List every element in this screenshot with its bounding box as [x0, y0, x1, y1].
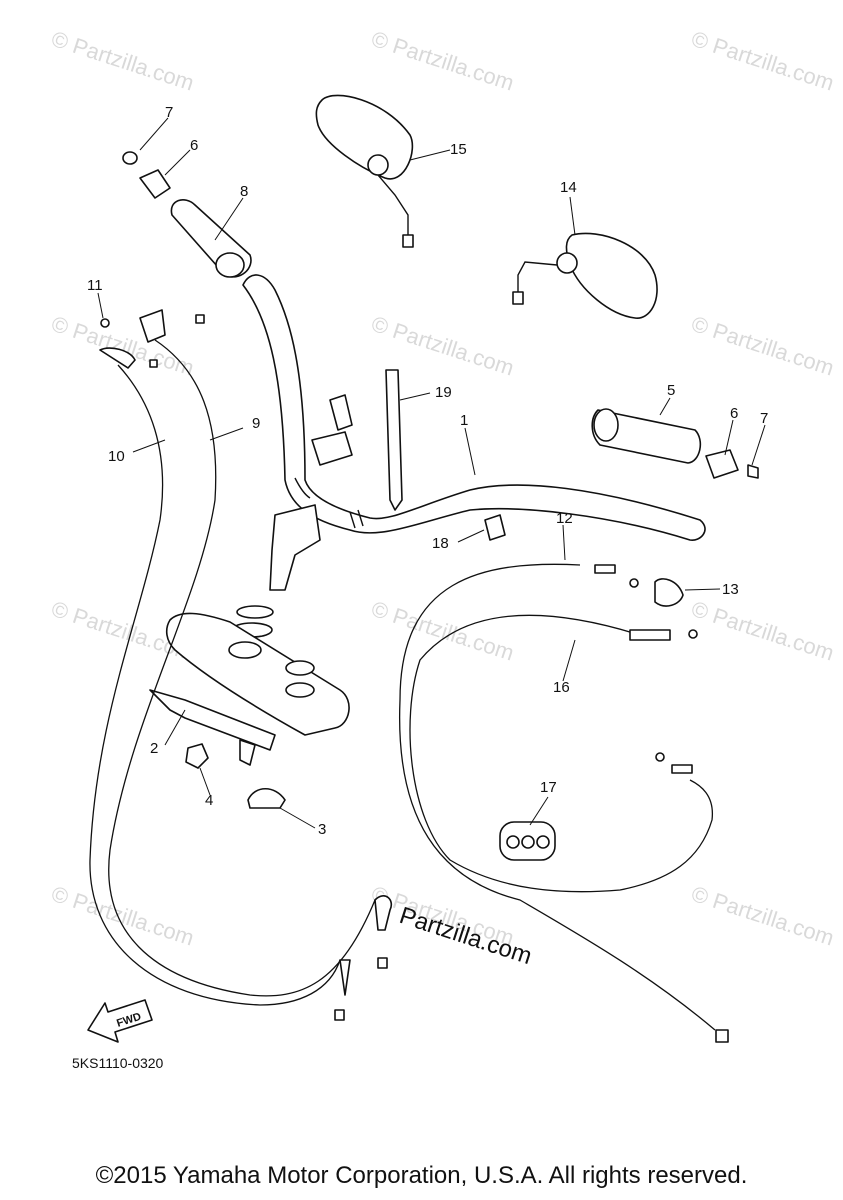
- cable-guide-part: [149, 689, 276, 766]
- callout-18: 18: [432, 535, 449, 552]
- upper-bracket-part: [165, 612, 350, 736]
- grip-end-parts-left: [122, 151, 171, 199]
- watermark-layer: © Partzilla.com © Partzilla.com © Partzi…: [48, 26, 837, 951]
- callout-4: 4: [205, 792, 213, 809]
- callout-16: 16: [553, 679, 570, 696]
- callout-7-right: 7: [760, 410, 768, 427]
- clutch-cables-part: [398, 563, 729, 1043]
- callout-6-top: 6: [190, 137, 198, 154]
- clamp-part: [247, 787, 286, 809]
- cable-end-parts-left: [99, 309, 205, 369]
- mirror-right-part: [512, 232, 658, 319]
- watermark: © Partzilla.com: [688, 311, 837, 381]
- callout-2: 2: [150, 740, 158, 757]
- watermark: © Partzilla.com: [368, 596, 517, 666]
- watermark: © Partzilla.com: [688, 881, 837, 951]
- grip-left-part: [170, 199, 252, 278]
- callout-3: 3: [318, 821, 326, 838]
- callout-1: 1: [460, 412, 468, 429]
- watermark: © Partzilla.com: [48, 26, 197, 96]
- cable-tie-part: [385, 369, 403, 511]
- cable-clamp-part: [499, 821, 556, 861]
- watermark: © Partzilla.com: [688, 26, 837, 96]
- callout-12: 12: [556, 510, 573, 527]
- callout-8: 8: [240, 183, 248, 200]
- watermark: © Partzilla.com: [48, 881, 197, 951]
- callout-14: 14: [560, 179, 577, 196]
- callout-15: 15: [450, 141, 467, 158]
- copyright-notice: ©2015 Yamaha Motor Corporation, U.S.A. A…: [95, 1162, 748, 1189]
- watermark: © Partzilla.com: [688, 596, 837, 666]
- callout-13: 13: [722, 581, 739, 598]
- diagram-code: 5KS1110-0320: [72, 1055, 164, 1071]
- callout-5: 5: [667, 382, 675, 399]
- mirror-left-part: [315, 94, 414, 248]
- leader-lines: [97, 117, 766, 829]
- nut-part: [185, 743, 209, 769]
- callout-labels: 1 2 3 4 5 6 6 7 7 8 9 10 11 12 13 14 15 …: [87, 104, 768, 838]
- small-clip-part: [484, 514, 506, 541]
- callout-17: 17: [540, 779, 557, 796]
- callout-7-top: 7: [165, 104, 173, 121]
- callout-11: 11: [87, 277, 103, 294]
- watermark: © Partzilla.com: [368, 26, 517, 96]
- grip-right-part: [591, 408, 759, 479]
- callout-10: 10: [108, 448, 125, 465]
- callout-19: 19: [435, 384, 452, 401]
- fwd-arrow-icon: FWD: [87, 999, 153, 1043]
- callout-9: 9: [252, 415, 260, 432]
- throttle-cables-part: [89, 339, 393, 1021]
- callout-6-right: 6: [730, 405, 738, 422]
